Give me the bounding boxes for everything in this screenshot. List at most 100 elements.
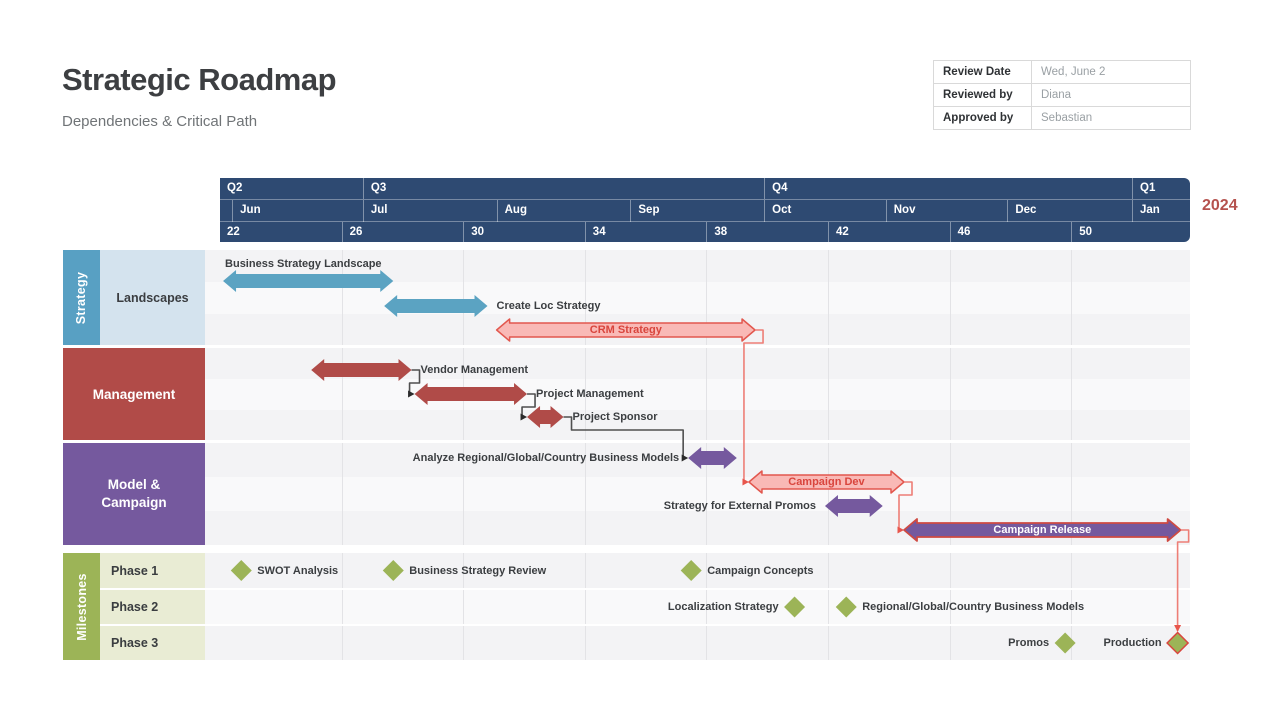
milestone-label-swot: SWOT Analysis <box>257 564 339 577</box>
milestone-row-stripe <box>205 626 1190 660</box>
week-gridline <box>341 553 343 588</box>
week-gridline <box>463 626 465 660</box>
review-date-value: Wed, June 2 <box>1032 61 1191 84</box>
row-landscapes: Landscapes <box>100 250 205 345</box>
week-gridline <box>584 553 586 588</box>
milestone-row-stripe <box>205 553 1190 588</box>
week-gridline <box>341 590 343 624</box>
week-gridline <box>341 314 343 345</box>
week-gridline <box>341 477 343 511</box>
week-gridline <box>828 250 829 282</box>
quarter-Q1: Q1 <box>1132 178 1190 199</box>
month-Jul: Jul <box>362 200 497 222</box>
milestone-label-production: Production <box>1103 637 1162 649</box>
week-gridline <box>828 282 829 314</box>
week-gridline <box>463 250 465 282</box>
week-gridline <box>949 379 951 410</box>
week-gridline <box>463 553 465 588</box>
week-gridline <box>341 379 343 410</box>
task-label-extpromos: Strategy for External Promos <box>663 500 816 512</box>
year-label: 2024 <box>1202 197 1238 214</box>
week-gridline <box>463 511 465 545</box>
task-label-vendor: Vendor Management <box>420 364 529 376</box>
week-gridline <box>949 250 951 282</box>
week-gridline <box>949 477 951 511</box>
milestone-label-rgc: Regional/Global/Country Business Models <box>862 601 1085 613</box>
week-gridline <box>341 443 343 477</box>
task-label-analyze: Analyze Regional/Global/Country Business… <box>412 452 680 464</box>
page-subtitle: Dependencies & Critical Path <box>62 113 258 130</box>
week-gridline <box>828 477 829 511</box>
week-gridline <box>949 348 951 379</box>
week-gridline <box>949 410 951 440</box>
week-gridline <box>706 282 708 314</box>
week-gridline <box>463 443 465 477</box>
week-gridline <box>341 626 343 660</box>
week-gridline <box>828 379 829 410</box>
week-gridline <box>463 410 465 440</box>
row-landscapes-label: Landscapes <box>116 290 189 305</box>
week-50: 50 <box>1071 222 1190 242</box>
review-date-label: Review Date <box>934 61 1032 84</box>
week-gridline <box>949 626 951 660</box>
page-title: Strategic Roadmap <box>62 62 337 97</box>
task-label-campdev: Campaign Dev <box>788 476 865 488</box>
week-46: 46 <box>949 222 1072 242</box>
week-gridline <box>341 410 343 440</box>
task-label-cls: Create Loc Strategy <box>496 300 601 312</box>
week-gridline <box>828 410 829 440</box>
reviewed-by-label: Reviewed by <box>934 84 1032 107</box>
section-milestones-label: Milestones <box>74 572 89 641</box>
section-model-stripe <box>205 443 1190 477</box>
row-phase-3: Phase 3 <box>100 626 205 660</box>
quarter-Q4: Q4 <box>764 178 1132 199</box>
month-Sep: Sep <box>630 200 764 222</box>
week-gridline <box>828 553 829 588</box>
week-gridline <box>828 314 829 345</box>
row-phase-1: Phase 1 <box>100 553 205 588</box>
section-management-stripe <box>205 348 1190 379</box>
quarter-Q2: Q2 <box>227 182 243 194</box>
week-gridline <box>706 379 708 410</box>
week-gridline <box>706 590 708 624</box>
week-gridline <box>584 348 586 379</box>
section-strategy-stripe <box>205 282 1190 314</box>
quarter-Q3: Q3 <box>362 178 764 199</box>
week-gridline <box>341 511 343 545</box>
week-gridline <box>584 250 586 282</box>
section-management-stripe <box>205 379 1190 410</box>
week-gridline <box>706 477 708 511</box>
task-label-projmgmt: Project Management <box>536 388 644 400</box>
week-gridline <box>584 590 586 624</box>
milestone-label-promos: Promos <box>1008 637 1050 649</box>
section-management-stripe <box>205 410 1190 440</box>
section-model-stripe <box>205 477 1190 511</box>
week-gridline <box>463 314 465 345</box>
week-gridline <box>584 379 586 410</box>
task-label-release: Campaign Release <box>993 524 1092 536</box>
section-model-campaign: Model & Campaign <box>63 443 205 545</box>
week-gridline <box>949 314 951 345</box>
week-gridline <box>706 250 708 282</box>
week-gridline <box>463 379 465 410</box>
milestone-label-cc: Campaign Concepts <box>707 564 814 577</box>
week-gridline <box>584 477 586 511</box>
week-gridline <box>1071 626 1073 660</box>
week-gridline <box>463 282 465 314</box>
section-management: Management <box>63 348 205 440</box>
week-gridline <box>463 477 465 511</box>
week-42: 42 <box>828 222 950 242</box>
week-gridline <box>341 282 343 314</box>
section-management-label: Management <box>92 386 176 402</box>
week-gridline <box>584 626 586 660</box>
week-gridline <box>828 348 829 379</box>
week-34: 34 <box>584 222 707 242</box>
approved-by-label: Approved by <box>934 107 1032 130</box>
week-38: 38 <box>706 222 828 242</box>
milestone-label-locstrat: Localization Strategy <box>667 601 779 613</box>
week-gridline <box>949 282 951 314</box>
reviewed-by-value: Diana <box>1032 84 1191 107</box>
